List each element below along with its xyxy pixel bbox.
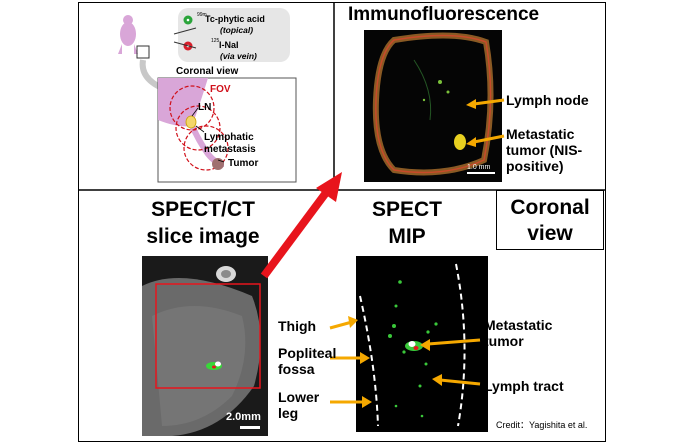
metastasis-label-1: Lymphatic bbox=[204, 132, 254, 143]
mip-thigh-label: Thigh bbox=[278, 318, 317, 334]
spectct-zoom-box bbox=[155, 283, 261, 389]
tracer1-isotope: 99m bbox=[197, 12, 207, 18]
mip-lower-leg-label: Lower leg bbox=[278, 389, 320, 421]
immuno-scale-label: 1.0 mm bbox=[467, 164, 491, 171]
tracer-bubble bbox=[178, 8, 290, 62]
schematic-panel: 99m Tc-phytic acid (topical) 125 I-NaI (… bbox=[118, 8, 297, 183]
spectct-scale-label: 2.0mm bbox=[226, 411, 261, 423]
tracer2-label: I-NaI bbox=[219, 40, 239, 50]
ln-label: LN bbox=[198, 102, 211, 113]
mip-lymph-tract-label: Lymph tract bbox=[484, 378, 564, 394]
credit-text: Credit：Yagishita et al. bbox=[496, 420, 588, 430]
spectct-image: 2.0mm bbox=[142, 256, 268, 436]
spectct-title: SPECT/CT slice image bbox=[146, 198, 260, 248]
fov-circle-1 bbox=[169, 85, 215, 131]
immuno-metastatic-label: Metastatic tumor (NIS- positive) bbox=[506, 126, 583, 174]
zoom-box bbox=[136, 45, 150, 59]
lymph-node-mark bbox=[185, 115, 197, 129]
tracer1-route: (topical) bbox=[220, 25, 253, 35]
coronal-view-box: Coronal view bbox=[496, 190, 604, 250]
fov-label: FOV bbox=[210, 84, 231, 95]
mip-arrows bbox=[329, 316, 481, 408]
mip-title: SPECT MIP bbox=[371, 198, 442, 248]
tracer2-isotope: 125 bbox=[211, 38, 220, 44]
tumor-label: Tumor bbox=[228, 158, 258, 169]
tracer1-label: Tc-phytic acid bbox=[205, 14, 265, 24]
mip-metastatic-label: Metastatic tumor bbox=[484, 317, 553, 349]
mip-popliteal-label: Popliteal fossa bbox=[278, 345, 337, 377]
immuno-title: Immunofluorescence bbox=[348, 4, 540, 25]
syringe-icon bbox=[173, 27, 197, 49]
view-title: Coronal view bbox=[176, 66, 238, 77]
radiation-green-icon bbox=[183, 15, 193, 25]
immuno-lymph-node-label: Lymph node bbox=[506, 92, 589, 108]
figure-frame bbox=[78, 2, 606, 442]
tumor-mark bbox=[212, 158, 224, 170]
fov-circle-2 bbox=[175, 105, 221, 151]
metastasis-label-2: metastasis bbox=[204, 144, 256, 155]
mouse-small-icon bbox=[118, 15, 138, 54]
fov-circle-3 bbox=[183, 125, 229, 171]
immuno-arrows bbox=[466, 98, 505, 147]
zoom-red-arrow bbox=[260, 172, 342, 279]
immuno-image: 1.0 mm bbox=[364, 30, 502, 182]
tracer2-route: (via vein) bbox=[220, 51, 257, 61]
